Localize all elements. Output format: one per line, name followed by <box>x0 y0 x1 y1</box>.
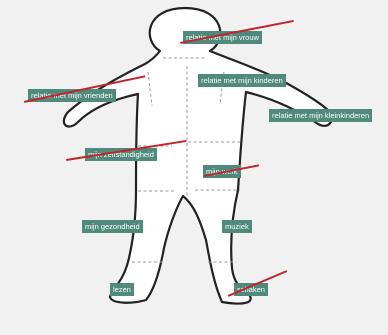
label-muziek: muziek <box>222 220 252 233</box>
label-relatie-met-mijn-kinderen: relatie met mijn kinderen <box>198 74 286 87</box>
label-mijn-gezondheid: mijn gezondheid <box>82 220 143 233</box>
label-lezen: lezen <box>110 283 134 296</box>
label-relatie-met-mijn-kleinkinderen: relatie met mijn kleinkinderen <box>269 109 372 122</box>
